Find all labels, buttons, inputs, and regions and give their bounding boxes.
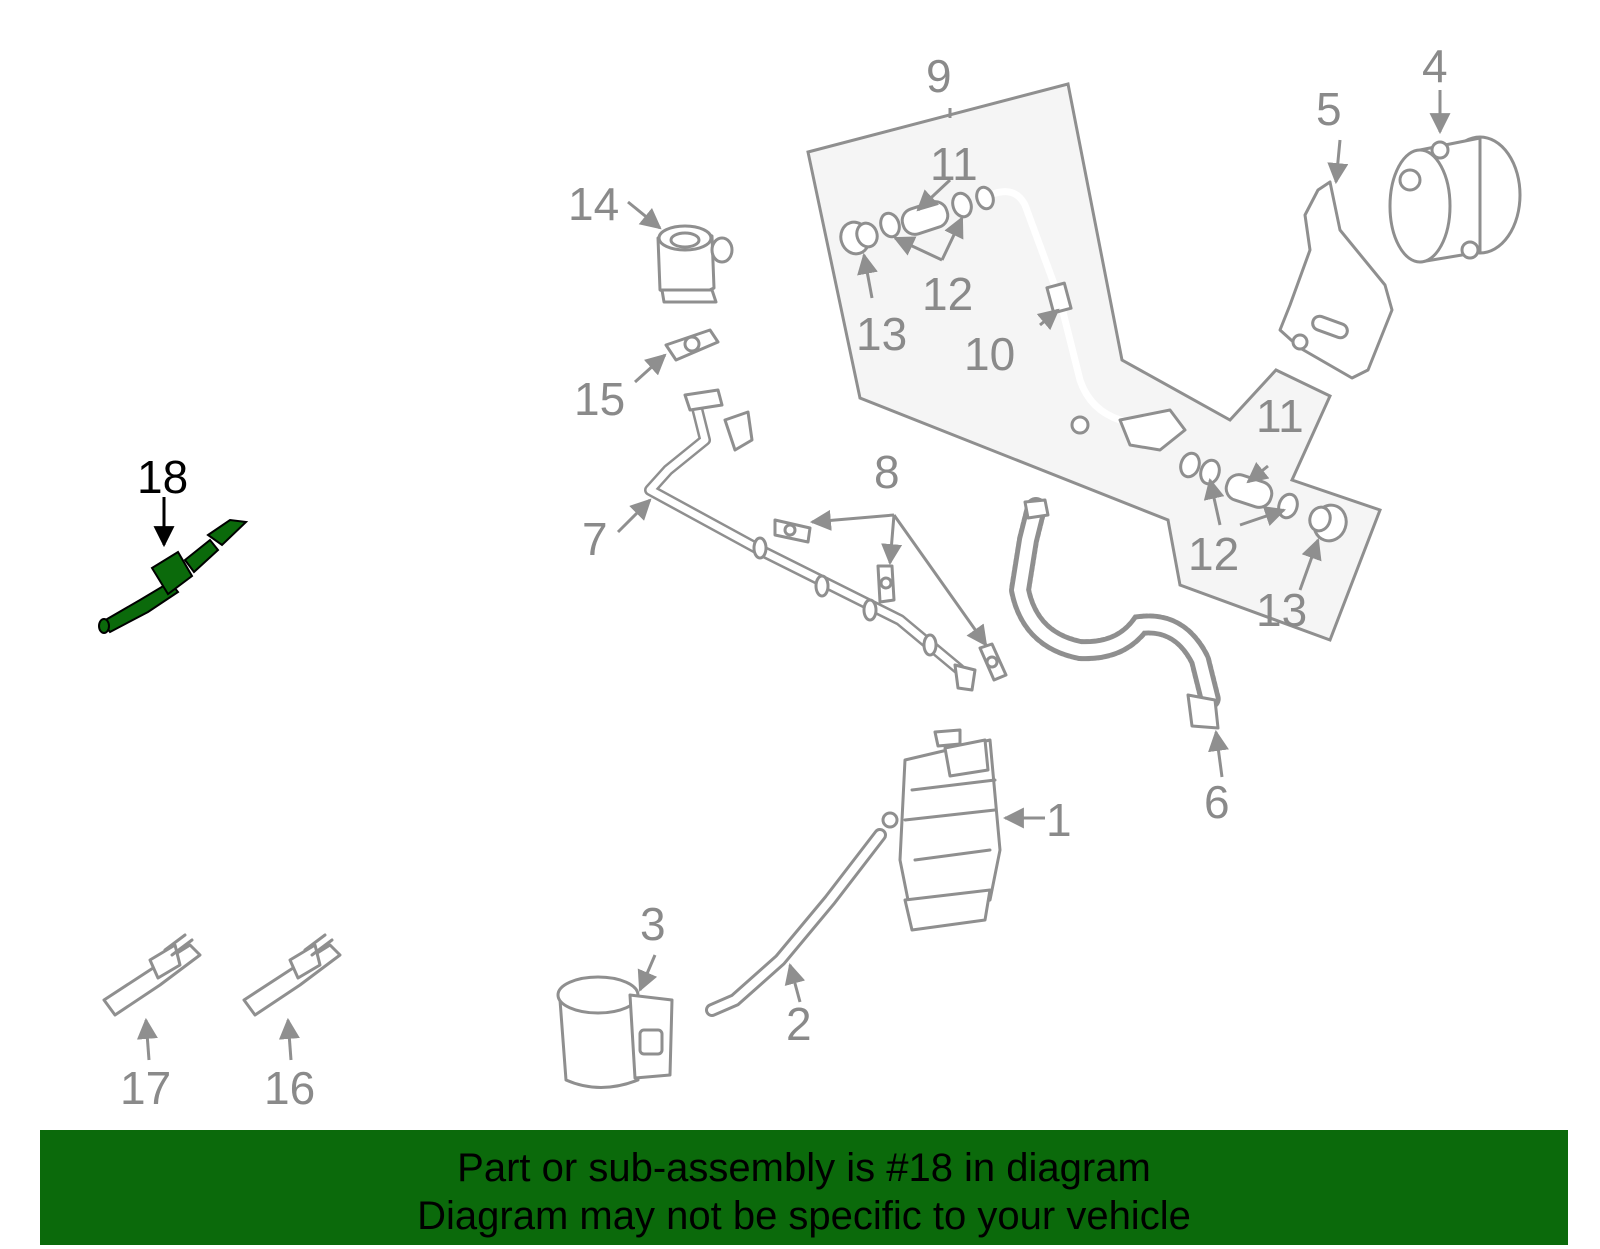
callout-6: 6 <box>1204 776 1230 828</box>
callout-labels: 1 2 3 4 5 6 7 8 9 10 11 11 12 12 13 13 1… <box>120 40 1448 1114</box>
part-13-connector-bottom[interactable] <box>1307 501 1351 545</box>
callout-13-bottom: 13 <box>1256 584 1307 636</box>
part-13-connector-top[interactable] <box>837 218 880 257</box>
callout-12-bottom: 12 <box>1188 528 1239 580</box>
part-2-hose[interactable] <box>705 828 887 1017</box>
callout-18: 18 <box>137 451 188 503</box>
callout-1: 1 <box>1046 794 1072 846</box>
part-12-clamps-top[interactable] <box>878 185 996 239</box>
part-14-valve[interactable] <box>656 224 734 304</box>
callout-12-top: 12 <box>922 268 973 320</box>
part-4-air-pump[interactable] <box>1388 135 1522 264</box>
callout-8: 8 <box>874 446 900 498</box>
part-18-oxygen-sensor[interactable] <box>98 518 249 634</box>
callout-11-top: 11 <box>930 138 978 190</box>
callout-9: 9 <box>926 50 952 102</box>
callout-16: 16 <box>264 1062 315 1114</box>
part-5-bracket[interactable] <box>1278 180 1394 380</box>
part-17-spark-plug[interactable] <box>102 933 202 1017</box>
callout-4: 4 <box>1422 40 1448 92</box>
leader-lines <box>136 90 1451 1061</box>
part-3-module[interactable] <box>556 975 674 1089</box>
part-9-air-pipe[interactable] <box>988 188 1187 452</box>
assembly-9-outline <box>806 82 1382 642</box>
part-8-gaskets[interactable] <box>773 518 1008 682</box>
callout-7: 7 <box>582 513 608 565</box>
part-15-gasket[interactable] <box>664 328 720 362</box>
part-6-corrugated-hose[interactable] <box>1008 497 1221 730</box>
banner-line-1: Part or sub-assembly is #18 in diagram <box>457 1146 1151 1190</box>
callout-17: 17 <box>120 1062 171 1114</box>
callout-11-bottom: 11 <box>1256 390 1304 442</box>
part-1-canister[interactable] <box>881 728 1002 932</box>
part-16-spark-plug[interactable] <box>242 933 342 1017</box>
callout-2: 2 <box>786 998 812 1050</box>
part-7-tube[interactable] <box>644 388 977 692</box>
callout-3: 3 <box>640 898 666 950</box>
banner-line-2: Diagram may not be specific to your vehi… <box>417 1194 1191 1238</box>
callout-13-top: 13 <box>856 308 907 360</box>
info-banner: Part or sub-assembly is #18 in diagram D… <box>40 1130 1568 1245</box>
callout-14: 14 <box>568 178 619 230</box>
callout-5: 5 <box>1316 83 1342 135</box>
callout-10: 10 <box>964 328 1015 380</box>
callout-15: 15 <box>574 373 625 425</box>
